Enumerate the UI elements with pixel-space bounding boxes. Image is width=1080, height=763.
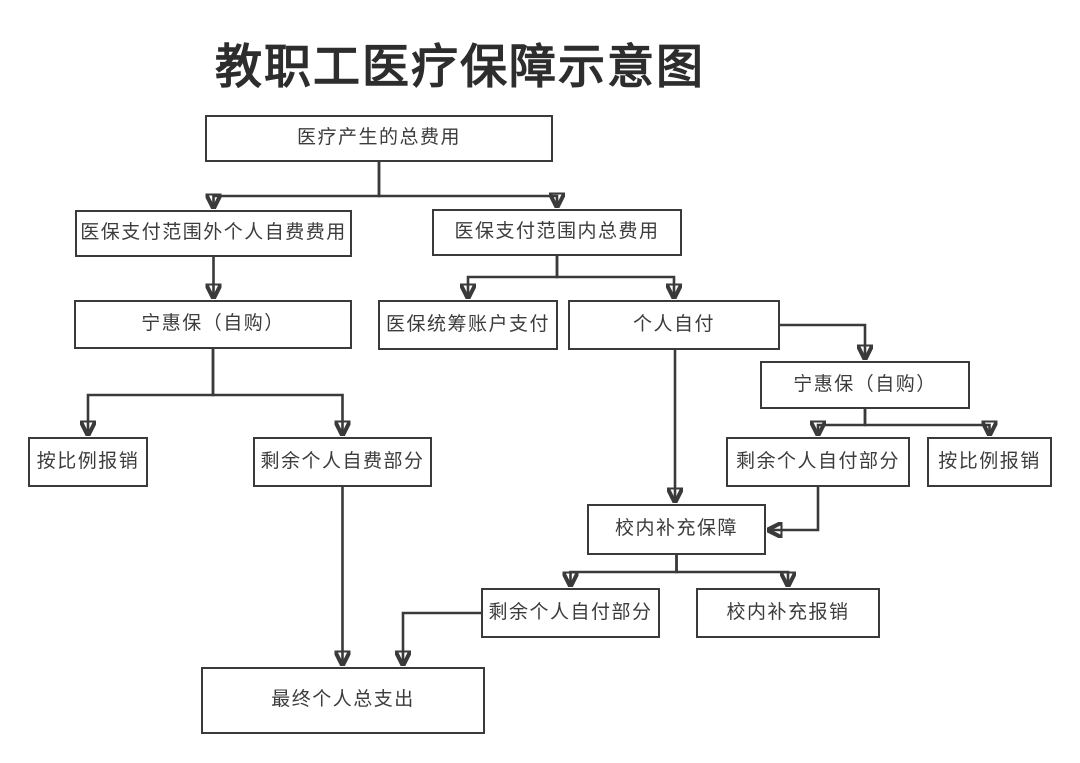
edge-total-to-out-of-scope: [214, 162, 381, 206]
node-out-of-scope-self-paid: 医保支付范围外个人自费费用: [75, 210, 352, 257]
edge-personal-pay-to-ninghuibao-right: [780, 323, 865, 357]
node-ninghuibao-right: 宁惠保（自购）: [760, 361, 970, 409]
node-final-total-spend: 最终个人总支出: [201, 667, 485, 734]
node-remaining-personal-pay-right: 剩余个人自付部分: [726, 437, 910, 487]
edge-remaining-bottom-to-final: [403, 611, 481, 663]
node-pooled-account-pay: 医保统筹账户支付: [378, 300, 558, 350]
node-proportional-reimburse-left: 按比例报销: [28, 437, 148, 487]
edge-campus-supplement-to-remaining-bottom: [571, 555, 678, 584]
diagram-title: 教职工医疗保障示意图: [215, 40, 705, 93]
node-in-scope-total: 医保支付范围内总费用: [432, 209, 682, 256]
edge-ninghuibao-left-to-proportional-left: [88, 349, 215, 433]
node-campus-supplement-reimburse: 校内补充报销: [696, 588, 880, 638]
node-ninghuibao-left: 宁惠保（自购）: [74, 300, 352, 349]
edge-ninghuibao-right-to-remaining-right: [818, 409, 867, 433]
edge-remaining-right-to-campus-supplement: [770, 487, 820, 530]
node-remaining-personal-pay-bottom: 剩余个人自付部分: [481, 588, 660, 638]
node-personal-pay: 个人自付: [568, 300, 780, 350]
node-remaining-self-paid: 剩余个人自费部分: [253, 437, 432, 487]
edge-ninghuibao-right-to-proportional-right: [863, 409, 990, 433]
node-proportional-reimburse-right: 按比例报销: [927, 437, 1052, 487]
edge-ninghuibao-left-to-remaining-self-paid: [211, 349, 343, 433]
edge-in-scope-to-pooled-account: [468, 256, 559, 296]
node-campus-supplement: 校内补充保障: [587, 504, 766, 555]
node-total-medical-cost: 医疗产生的总费用: [205, 115, 553, 162]
edge-total-to-in-scope: [377, 162, 557, 205]
edge-in-scope-to-personal-pay: [555, 256, 674, 296]
edge-campus-supplement-to-campus-reimburse: [675, 555, 789, 584]
